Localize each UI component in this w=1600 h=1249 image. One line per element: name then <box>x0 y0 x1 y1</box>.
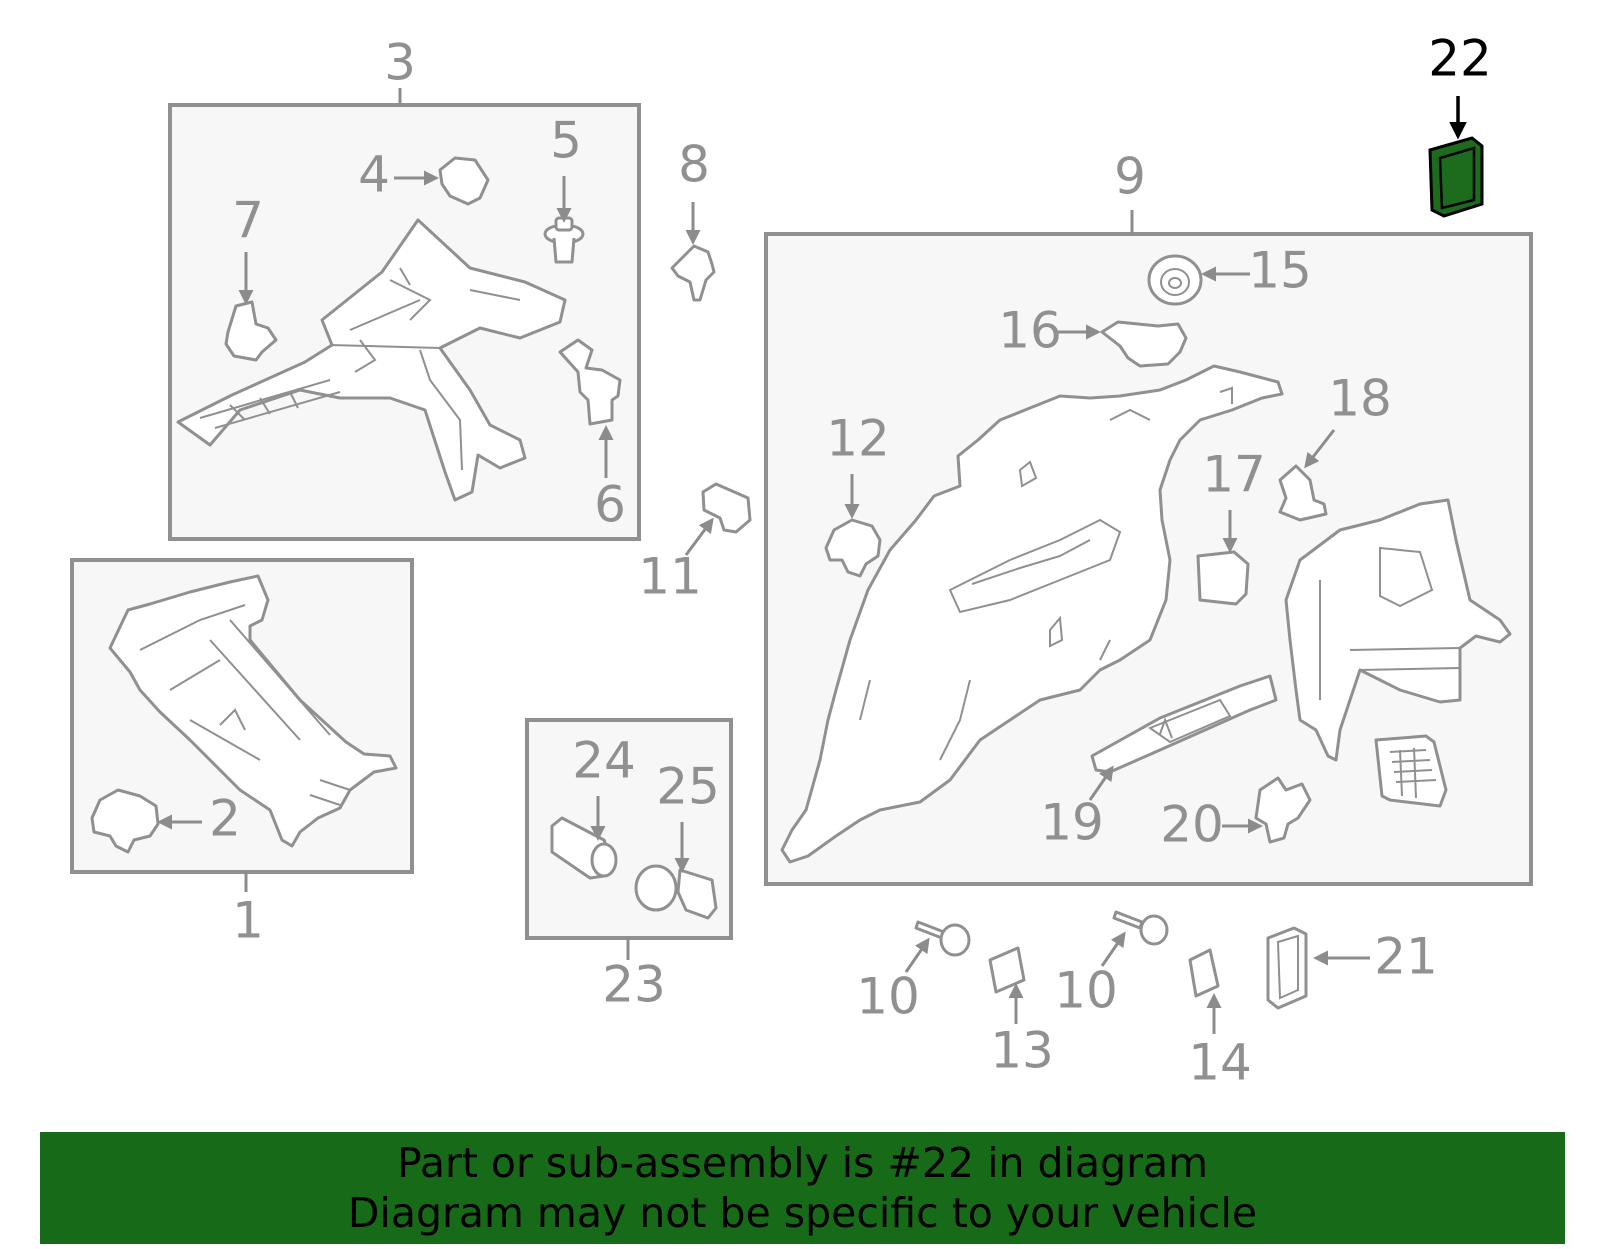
callout-12: 12 <box>826 410 890 468</box>
callout-2: 2 <box>209 790 241 848</box>
callout-16: 16 <box>998 302 1062 360</box>
callout-8: 8 <box>678 136 710 194</box>
callout-7: 7 <box>232 192 264 250</box>
callout-1: 1 <box>232 892 264 950</box>
callout-15: 15 <box>1248 242 1312 300</box>
callout-10-right: 10 <box>1054 962 1118 1020</box>
part-17-shape <box>1196 550 1250 606</box>
part-16-shape <box>1100 320 1188 368</box>
part-1-shape <box>108 574 398 848</box>
part-25-shape <box>634 864 718 920</box>
callout-25: 25 <box>656 758 720 816</box>
callout-20: 20 <box>1160 796 1224 854</box>
part-11-shape <box>701 482 752 534</box>
callout-3: 3 <box>384 34 416 92</box>
callout-5: 5 <box>550 112 582 170</box>
right-trim-panel-shape <box>1284 498 1512 762</box>
grille-shape <box>1374 734 1448 808</box>
part-20-shape <box>1254 776 1312 844</box>
floor-assembly-shape <box>176 218 567 502</box>
part-4-shape <box>438 156 490 206</box>
part-10-left-shape <box>914 920 971 957</box>
part-24-shape <box>550 816 618 880</box>
part-6-shape <box>558 338 622 426</box>
callout-24: 24 <box>572 732 636 790</box>
callout-22: 22 <box>1428 30 1492 88</box>
part-18-shape <box>1278 464 1328 522</box>
callout-19: 19 <box>1040 794 1104 852</box>
banner-line-2: Diagram may not be specific to your vehi… <box>347 1189 1258 1237</box>
callout-11: 11 <box>638 548 702 606</box>
callout-18: 18 <box>1328 370 1392 428</box>
callout-23: 23 <box>602 956 666 1014</box>
info-banner: Part or sub-assembly is #22 in diagram D… <box>40 1132 1565 1244</box>
part-9-shape <box>780 364 1284 864</box>
part-8-shape <box>670 244 716 302</box>
part-12-shape <box>824 518 882 578</box>
callout-9: 9 <box>1114 148 1146 206</box>
part-2-shape <box>90 788 160 854</box>
callout-4: 4 <box>358 146 390 204</box>
banner-line-1: Part or sub-assembly is #22 in diagram <box>396 1139 1209 1187</box>
callout-17: 17 <box>1202 446 1266 504</box>
callout-14: 14 <box>1188 1034 1252 1092</box>
callout-21: 21 <box>1374 928 1438 986</box>
part-15-shape <box>1147 254 1203 306</box>
part-14-shape <box>1188 948 1220 998</box>
callout-6: 6 <box>594 476 626 534</box>
callout-13: 13 <box>990 1022 1054 1080</box>
part-22-shape <box>1428 136 1484 218</box>
part-13-shape <box>988 946 1026 994</box>
part-21-shape <box>1266 926 1308 1010</box>
part-10-right-shape <box>1112 910 1169 946</box>
callout-10-left: 10 <box>856 968 920 1026</box>
